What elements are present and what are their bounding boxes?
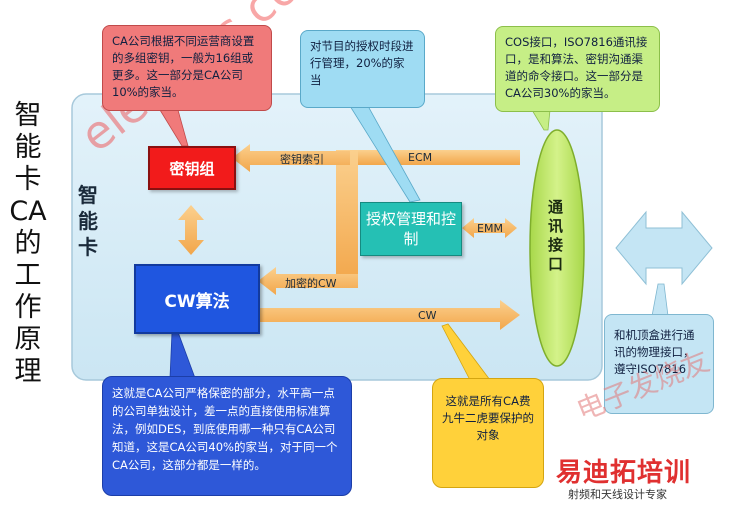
- encrypted-cw-arrow: [258, 267, 358, 295]
- protected-target-note: 这就是所有CA费九牛二虎要保护的对象: [432, 378, 544, 488]
- key-group-note: CA公司根据不同运营商设置的多组密钥，一般为16组或更多。这一部分是CA公司10…: [102, 25, 272, 111]
- key-cw-arrow: [178, 205, 204, 255]
- page-title: 智能卡CA的工作原理: [9, 100, 47, 387]
- comm-interface-ellipse: [529, 129, 585, 367]
- brand-tagline: 射频和天线设计专家: [568, 488, 667, 501]
- comm-interface-label: 通讯接口: [548, 198, 564, 273]
- interface-note-pointer: [651, 283, 669, 317]
- emm-arrow: [462, 218, 517, 238]
- key-group-box: 密钥组: [148, 146, 236, 190]
- auth-management-box: 授权管理和控制: [360, 202, 462, 256]
- external-interface-arrow: [615, 210, 713, 286]
- key-index-label: 密钥索引: [280, 153, 324, 166]
- brand-logo-text: 易迪拓培训: [556, 458, 692, 488]
- smart-card-label: 智能卡: [78, 183, 98, 259]
- algorithm-note: 这就是CA公司严格保密的部分，水平高一点的公司单独设计，差一点的直接使用标准算法…: [102, 376, 352, 496]
- emm-label: EMM: [477, 222, 503, 235]
- key-index-arrow: [232, 144, 350, 172]
- physical-interface-note: 和机顶盒进行通讯的物理接口，遵守ISO7816: [604, 314, 714, 414]
- cw-arrow: [258, 300, 520, 330]
- cos-interface-note: COS接口，ISO7816通讯接口，是和算法、密钥沟通渠道的命令接口。这一部分是…: [495, 26, 660, 112]
- cw-label: CW: [418, 309, 437, 322]
- encrypted-cw-label: 加密的CW: [285, 277, 337, 290]
- auth-note: 对节目的授权时段进行管理，20%的家当: [300, 30, 425, 108]
- ecm-label: ECM: [408, 151, 433, 164]
- arrow-trunk: [336, 150, 358, 285]
- cw-algorithm-box: CW算法: [134, 264, 260, 334]
